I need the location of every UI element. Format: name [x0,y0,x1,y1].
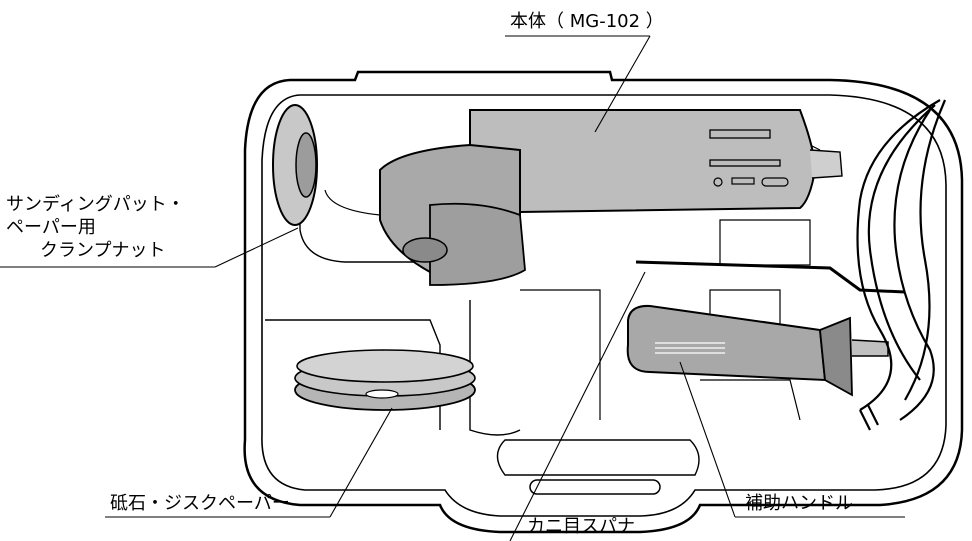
grinding-disc [294,349,476,411]
label-clamp-nut-line3: クランプナット [40,240,166,261]
label-clamp-nut-line2: ペーパー用 [6,217,96,238]
power-cord [856,99,947,431]
clamp-nut [272,104,318,226]
label-main-body: 本体（ MG-102 ） [510,11,664,32]
label-wrench: カニ目スパナ [527,516,635,537]
spanner-wrench [635,260,906,294]
label-clamp-nut-line1: サンディングパット・ [6,194,185,215]
label-grinding-disc: 砥石・ジスクペーパー [110,493,290,514]
label-side-handle: 補助ハンドル [745,493,853,514]
leader-lines [0,35,905,541]
grinder-body [379,109,843,286]
side-handle [626,304,889,397]
